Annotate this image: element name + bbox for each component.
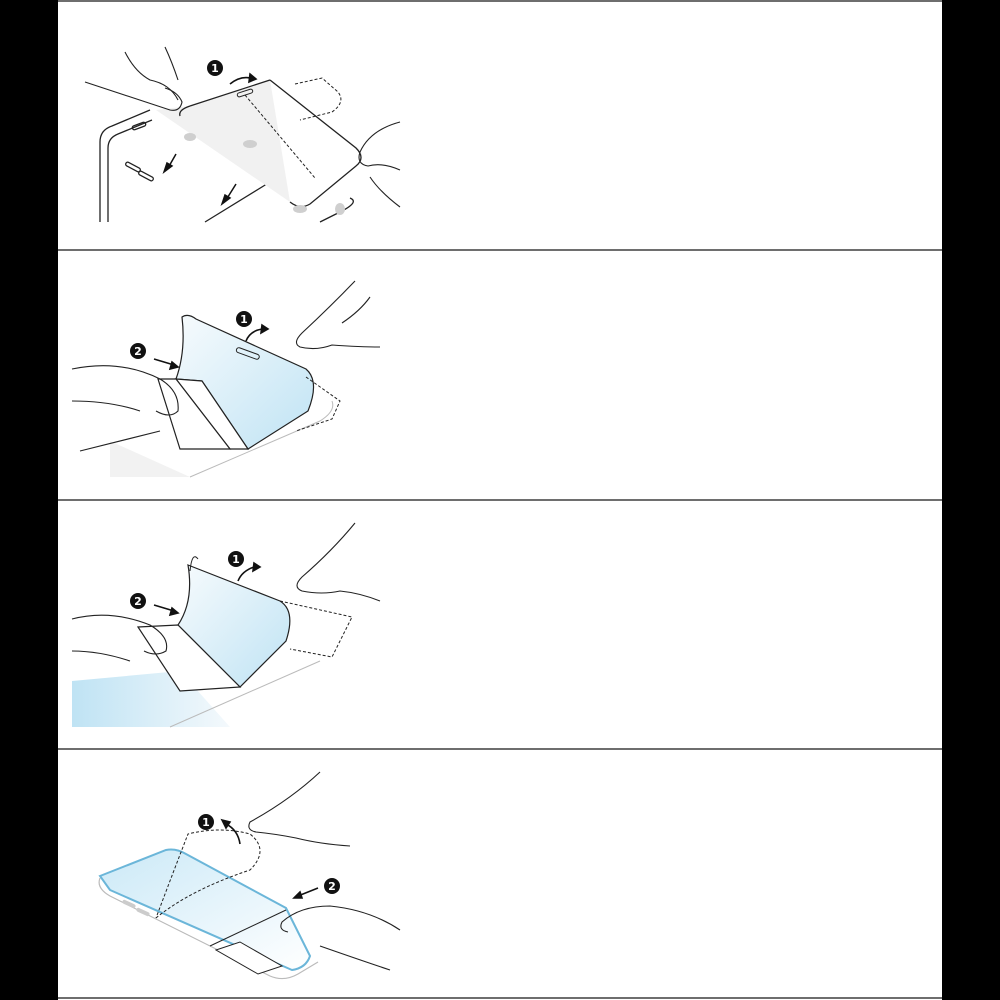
callout-1: 1	[207, 60, 223, 76]
divider-top	[58, 0, 942, 2]
curved-arrow-icon	[245, 323, 270, 342]
curved-arrow-icon	[237, 561, 262, 582]
film-sheet-icon	[136, 556, 353, 692]
svg-text:1: 1	[232, 553, 240, 566]
instruction-sheet: 1	[58, 0, 942, 1000]
panel-step-1: 1	[58, 2, 942, 250]
svg-text:1: 1	[211, 62, 219, 75]
divider-3	[58, 748, 942, 750]
hand-icon	[296, 522, 381, 602]
panel-step-3: 1 2	[58, 501, 942, 749]
svg-text:2: 2	[328, 880, 336, 893]
svg-text:1: 1	[202, 816, 210, 829]
hand-icon	[84, 46, 183, 111]
callout-1: 1	[236, 311, 252, 327]
bubble-marks	[184, 133, 345, 215]
hand-icon	[358, 121, 401, 208]
svg-text:2: 2	[134, 595, 142, 608]
divider-bottom	[58, 997, 942, 999]
svg-text:2: 2	[134, 345, 142, 358]
illustration-align-protector: 1	[84, 46, 401, 223]
screen-protector-icon	[156, 77, 363, 208]
svg-text:1: 1	[240, 313, 248, 326]
phone-outline-icon	[169, 660, 321, 728]
curved-arrow-icon	[229, 72, 258, 85]
callout-2: 2	[130, 343, 146, 359]
curved-arrow-icon	[220, 818, 241, 845]
straight-arrow-icon	[153, 358, 180, 371]
callout-2: 2	[130, 593, 146, 609]
straight-arrow-icon	[292, 887, 319, 899]
hand-icon	[71, 365, 179, 452]
hand-icon	[71, 614, 168, 662]
down-arrow-icon	[162, 153, 177, 175]
hand-icon	[248, 771, 351, 847]
straight-arrow-icon	[153, 604, 180, 617]
illustration-remove-film: 1 2	[98, 771, 401, 980]
down-arrow-icon	[220, 183, 237, 207]
callout-1: 1	[198, 814, 214, 830]
illustration-peel-film: 1 2	[71, 280, 381, 478]
hand-icon	[295, 280, 381, 350]
callout-1: 1	[228, 551, 244, 567]
phone-outline-icon	[99, 109, 354, 223]
hand-icon	[280, 905, 401, 971]
phone-outline-icon	[98, 848, 319, 980]
callout-2: 2	[324, 878, 340, 894]
divider-2	[58, 499, 942, 501]
phone-outline-icon	[189, 400, 334, 478]
divider-1	[58, 249, 942, 251]
panel-step-4: 1 2	[58, 750, 942, 998]
illustration-continue-peel: 1 2	[71, 522, 381, 728]
panel-step-2: 1 2	[58, 251, 942, 499]
